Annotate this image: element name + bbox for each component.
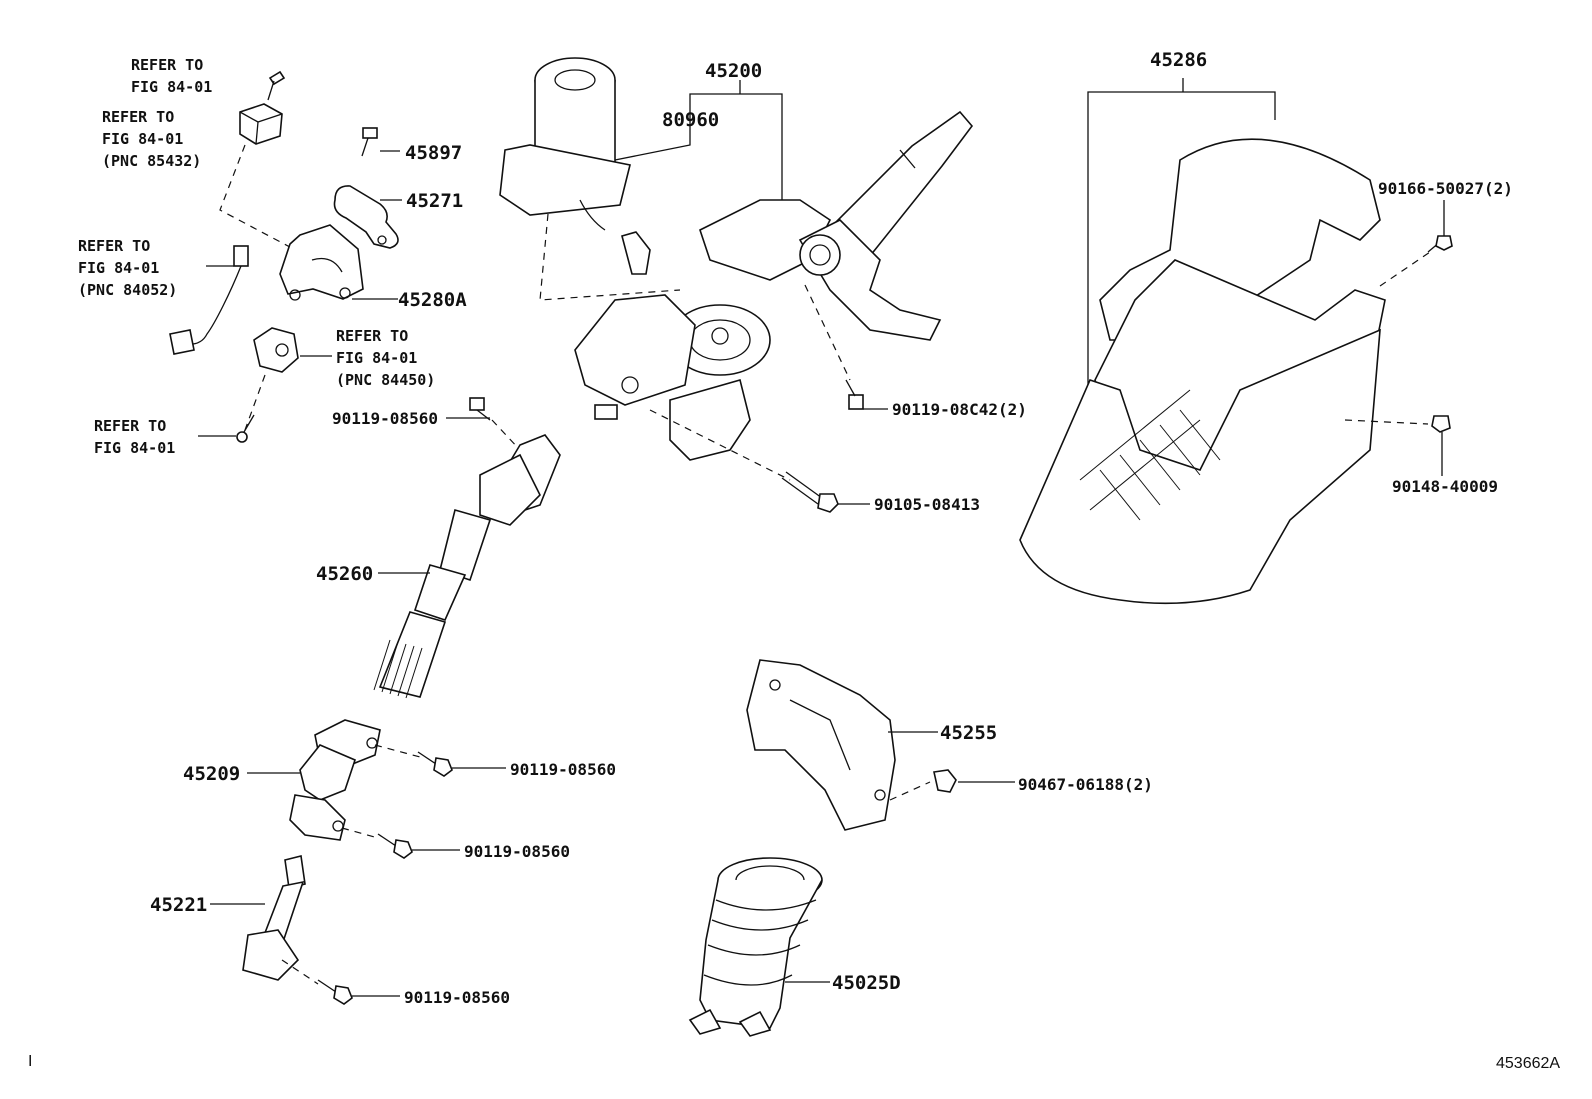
label-90119-08560-d: 90119-08560 bbox=[404, 988, 510, 1007]
label-45280a: 45280A bbox=[398, 289, 467, 311]
bolt-90119-08560-c-icon bbox=[377, 833, 413, 859]
ref5-line1: REFER TO bbox=[94, 417, 166, 435]
bolt-90119-08c42-icon bbox=[845, 379, 864, 410]
bolt-45897-icon bbox=[361, 127, 378, 157]
label-45025d: 45025D bbox=[832, 972, 901, 994]
figure-id: 453662A bbox=[1496, 1055, 1560, 1072]
universal-joint-45209-icon bbox=[289, 719, 381, 841]
bolt-90119-08560-a-icon bbox=[469, 397, 491, 421]
bolt-90105-08413-icon bbox=[781, 471, 839, 513]
screw-90148-40009-icon bbox=[1431, 415, 1451, 433]
column-cover-45286-icon bbox=[1019, 138, 1386, 605]
label-45897: 45897 bbox=[405, 142, 462, 164]
ref3-sensor-cable-icon bbox=[169, 245, 249, 355]
intermediate-shaft-45260-icon bbox=[373, 434, 561, 699]
bolt-90119-08560-d-icon bbox=[317, 979, 353, 1005]
corner-mark: I bbox=[28, 1053, 32, 1070]
label-90467-06188: 90467-06188(2) bbox=[1018, 775, 1153, 794]
label-90119-08560-b: 90119-08560 bbox=[510, 760, 616, 779]
label-90119-08560-c: 90119-08560 bbox=[464, 842, 570, 861]
boot-45025d-icon bbox=[688, 857, 823, 1037]
label-90148-40009: 90148-40009 bbox=[1392, 477, 1498, 496]
ref1-bolt-icon bbox=[267, 70, 286, 101]
motor-80960-icon bbox=[499, 57, 651, 275]
clip-90467-06188-icon bbox=[933, 769, 957, 793]
bracket-45280a-icon bbox=[279, 224, 364, 301]
ref5-bolt-icon bbox=[236, 414, 255, 443]
ref1-line2: FIG 84-01 bbox=[131, 78, 212, 96]
ref2-line1: REFER TO bbox=[102, 108, 174, 126]
screw-90166-50027-icon bbox=[1427, 235, 1453, 253]
ref3-line1: REFER TO bbox=[78, 237, 150, 255]
column-assembly-45200-icon bbox=[574, 110, 974, 461]
ref5-line2: FIG 84-01 bbox=[94, 439, 175, 457]
label-45286: 45286 bbox=[1150, 49, 1207, 71]
ref4-line3: (PNC 84450) bbox=[336, 371, 435, 389]
label-45209: 45209 bbox=[183, 763, 240, 785]
label-80960: 80960 bbox=[662, 109, 719, 131]
ref2-line2: FIG 84-01 bbox=[102, 130, 183, 148]
label-90166-50027: 90166-50027(2) bbox=[1378, 179, 1513, 198]
label-90105-08413: 90105-08413 bbox=[874, 495, 980, 514]
ref2-line3: (PNC 85432) bbox=[102, 152, 201, 170]
label-45271: 45271 bbox=[406, 190, 463, 212]
bolt-90119-08560-b-icon bbox=[417, 751, 453, 777]
ref4-switch-icon bbox=[253, 327, 299, 373]
label-90119-08560-a: 90119-08560 bbox=[332, 409, 438, 428]
label-45221: 45221 bbox=[150, 894, 207, 916]
ref4-line2: FIG 84-01 bbox=[336, 349, 417, 367]
ref3-line3: (PNC 84052) bbox=[78, 281, 177, 299]
label-45255: 45255 bbox=[940, 722, 997, 744]
ref2-connector-icon bbox=[239, 103, 283, 145]
ref4-line1: REFER TO bbox=[336, 327, 408, 345]
ref1-line1: REFER TO bbox=[131, 56, 203, 74]
cover-45255-icon bbox=[746, 659, 896, 831]
label-45200: 45200 bbox=[705, 60, 762, 82]
label-90119-08c42: 90119-08C42(2) bbox=[892, 400, 1027, 419]
shaft-45221-icon bbox=[242, 855, 306, 981]
clamp-45271-icon bbox=[333, 185, 399, 249]
ref3-line2: FIG 84-01 bbox=[78, 259, 159, 277]
label-45260: 45260 bbox=[316, 563, 373, 585]
